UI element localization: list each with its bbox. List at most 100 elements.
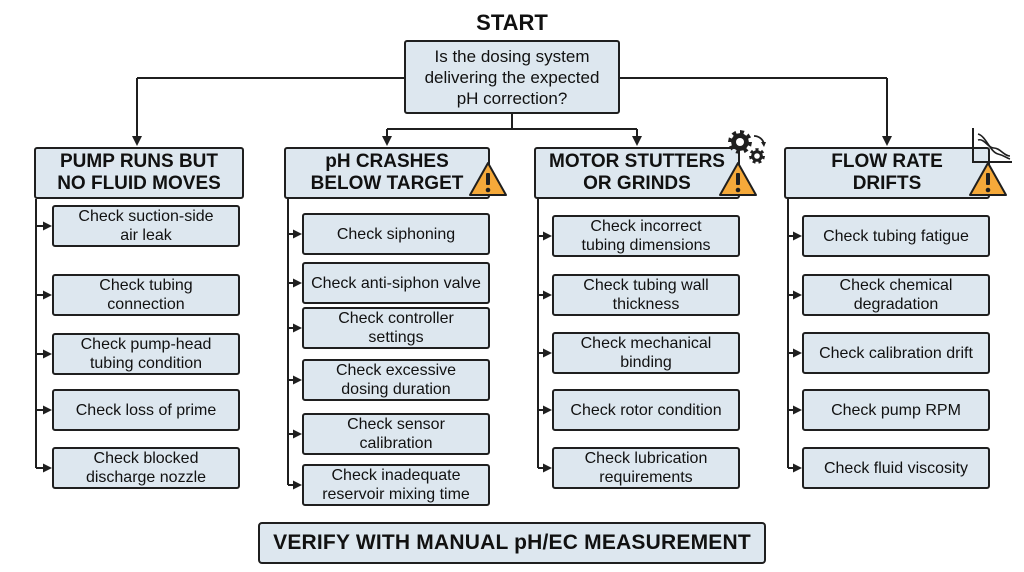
check-item-line: degradation	[853, 296, 939, 313]
check-item: Check pump-head tubing condition	[52, 333, 240, 375]
check-item-text: Check sensor calibration	[310, 415, 482, 453]
check-item-line: Check tubing wall	[583, 277, 709, 294]
check-item: Check rotor condition	[552, 389, 740, 431]
arrow-head	[543, 348, 552, 358]
check-item-text: Check pump RPM	[831, 401, 961, 420]
start-label: START	[476, 10, 548, 35]
verify-box: VERIFY WITH MANUAL pH/EC MEASUREMENT	[258, 522, 766, 564]
arrow-head	[543, 463, 552, 473]
arrow-head	[543, 231, 552, 241]
check-item-text: Check tubing wall thickness	[583, 276, 708, 314]
check-item-line: Check anti-siphon valve	[311, 274, 481, 292]
check-item: Check tubing wall thickness	[552, 274, 740, 316]
column-title-line: FLOW RATE	[831, 151, 943, 172]
check-item-text: Check rotor condition	[570, 401, 721, 420]
check-item-line: Check pump RPM	[831, 401, 961, 419]
column-title-line: NO FLUID MOVES	[57, 173, 221, 194]
check-item-text: Check siphoning	[337, 225, 455, 244]
warning-icon	[469, 162, 507, 196]
check-item-text: Check anti-siphon valve	[311, 274, 481, 293]
check-item: Check pump RPM	[802, 389, 990, 431]
check-item-line: tubing dimensions	[581, 237, 711, 254]
arrow-head	[43, 405, 52, 415]
check-item-text: Check mechanical binding	[581, 334, 712, 372]
question-line: Is the dosing system	[434, 46, 590, 66]
check-item-text: Check lubrication requirements	[585, 449, 708, 487]
check-item: Check tubing fatigue	[802, 215, 990, 257]
check-item-line: Check excessive	[335, 362, 457, 379]
column-title-line: OR GRINDS	[583, 173, 691, 194]
verify-label: VERIFY WITH MANUAL pH/EC MEASUREMENT	[273, 531, 751, 554]
arrow-head	[543, 405, 552, 415]
check-item: Check siphoning	[302, 213, 490, 255]
check-item: Check fluid viscosity	[802, 447, 990, 489]
check-item-line: Check tubing	[99, 277, 193, 294]
arrow-head	[132, 136, 142, 146]
declining-chart-icon	[972, 128, 1012, 163]
check-item: Check lubrication requirements	[552, 447, 740, 489]
question-line: delivering the expected	[424, 67, 600, 87]
arrow-head	[43, 221, 52, 231]
arrow-head	[793, 463, 802, 473]
check-item-line: Check tubing fatigue	[823, 227, 969, 245]
check-item-text: Check controller settings	[310, 309, 482, 347]
arrow-head	[293, 229, 302, 239]
arrow-head	[293, 480, 302, 490]
check-item: Check mechanical binding	[552, 332, 740, 374]
column-title-line: MOTOR STUTTERS	[549, 151, 725, 172]
arrow-head	[882, 136, 892, 146]
check-item-line: Check controller settings	[338, 310, 454, 346]
check-item-line: reservoir mixing time	[322, 486, 470, 503]
column-title-line: DRIFTS	[852, 173, 922, 194]
column-title-line: BELOW TARGET	[310, 173, 464, 194]
column-title-line: pH CRASHES	[325, 151, 449, 172]
check-item: Check sensor calibration	[302, 413, 490, 455]
arrow-head	[43, 290, 52, 300]
check-item-line: Check mechanical	[580, 335, 712, 352]
arrow-head	[293, 278, 302, 288]
check-item-line: Check fluid viscosity	[823, 459, 969, 477]
check-item-line: requirements	[599, 469, 693, 486]
check-item-line: Check chemical	[839, 277, 953, 294]
arrow-head	[632, 136, 642, 146]
check-item: Check chemical degradation	[802, 274, 990, 316]
arrow-head	[293, 323, 302, 333]
arrow-head	[793, 231, 802, 241]
arrow-head	[793, 348, 802, 358]
warning-icon	[969, 162, 1007, 196]
check-item-text: Check tubing fatigue	[823, 227, 969, 246]
check-item-line: binding	[620, 354, 672, 371]
check-item-text: Check pump-head tubing condition	[81, 335, 212, 373]
check-item: Check calibration drift	[802, 332, 990, 374]
check-item-line: Check lubrication	[584, 450, 708, 467]
check-item-line: Check sensor calibration	[347, 416, 445, 452]
check-item: Check anti-siphon valve	[302, 262, 490, 304]
check-item-line: thickness	[612, 296, 680, 313]
check-item-line: air leak	[120, 227, 172, 244]
arrow-head	[543, 290, 552, 300]
check-item-line: Check pump-head	[80, 336, 212, 353]
arrow-head	[793, 405, 802, 415]
arrow-head	[293, 429, 302, 439]
check-item-line: tubing condition	[89, 355, 203, 372]
arrow-head	[43, 463, 52, 473]
check-item-text: Check chemical degradation	[840, 276, 953, 314]
question-box: Is the dosing system delivering the expe…	[404, 40, 620, 114]
check-item-line: Check siphoning	[336, 225, 456, 243]
